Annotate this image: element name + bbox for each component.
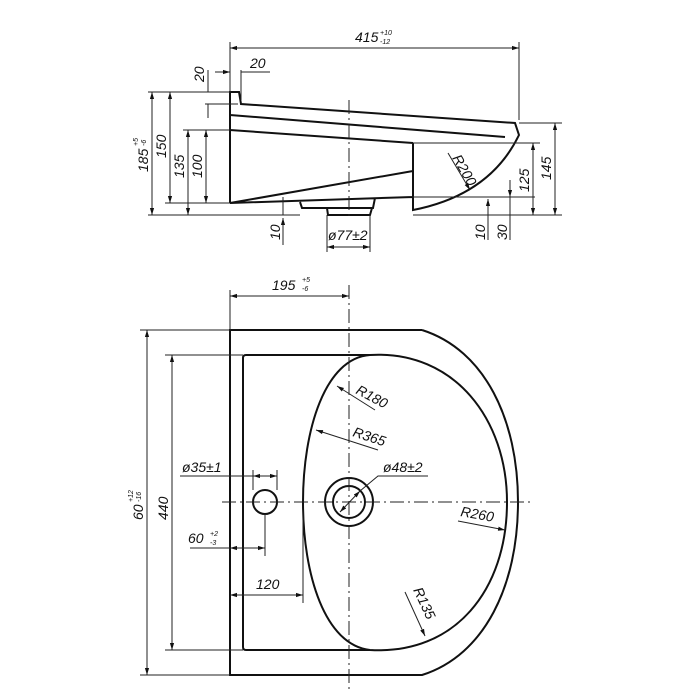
offset-195-label: 195 xyxy=(272,277,296,293)
tap-offset-label: 60 xyxy=(188,530,204,546)
inner-440-label: 440 xyxy=(155,496,171,520)
side-outline xyxy=(229,91,521,216)
depth-tol-plus: +12 xyxy=(128,490,135,502)
offset-tol-minus: -6 xyxy=(302,286,308,293)
radius-180-label: R180 xyxy=(354,382,391,412)
height-145-label: 145 xyxy=(538,156,554,180)
width-tol-plus: +10 xyxy=(380,30,392,37)
drain-diameter-label: ø48±2 xyxy=(383,459,423,475)
inner-deck xyxy=(242,354,370,651)
bowl-outline xyxy=(301,353,509,652)
tap-offset-tol-plus: +2 xyxy=(210,531,218,538)
depth-tol-minus: -16 xyxy=(136,492,143,502)
width-label: 415 xyxy=(355,29,379,45)
radius-260-label: R260 xyxy=(459,503,495,525)
height-185-label: 185 xyxy=(135,148,151,172)
rim-30-label: 30 xyxy=(494,224,510,240)
plan-view: 195 +5 -6 60 +12 -16 440 ø35±1 60 +2 -3 … xyxy=(128,277,530,690)
rim-10-label: 10 xyxy=(472,224,488,240)
radius-135-label: R135 xyxy=(410,585,439,622)
height-150-label: 150 xyxy=(153,134,169,158)
lip-width-label: 20 xyxy=(249,55,266,71)
side-view: 415 +10 -12 20 20 185 +5 -6 150 135 100 … xyxy=(133,29,562,252)
height-135-label: 135 xyxy=(171,154,187,178)
radius-200-label: R200 xyxy=(449,152,480,189)
offset-tol-plus: +5 xyxy=(302,277,310,284)
height-100-label: 100 xyxy=(189,154,205,178)
depth-label: 60 xyxy=(130,504,146,520)
outer-outline xyxy=(229,329,520,676)
width-tol-minus: -12 xyxy=(380,39,390,46)
tap-hole-label: ø35±1 xyxy=(182,459,222,475)
height-tol-minus: -6 xyxy=(141,140,148,146)
base-10-label: 10 xyxy=(267,224,283,240)
height-125-label: 125 xyxy=(516,168,532,192)
height-tol-plus: +5 xyxy=(133,138,140,146)
bowl-offset-label: 120 xyxy=(256,576,280,592)
tap-offset-tol-minus: -3 xyxy=(210,540,216,547)
lip-height-label: 20 xyxy=(191,66,207,83)
radius-365-label: R365 xyxy=(351,424,388,450)
drain-diameter-label: ø77±2 xyxy=(328,227,368,243)
